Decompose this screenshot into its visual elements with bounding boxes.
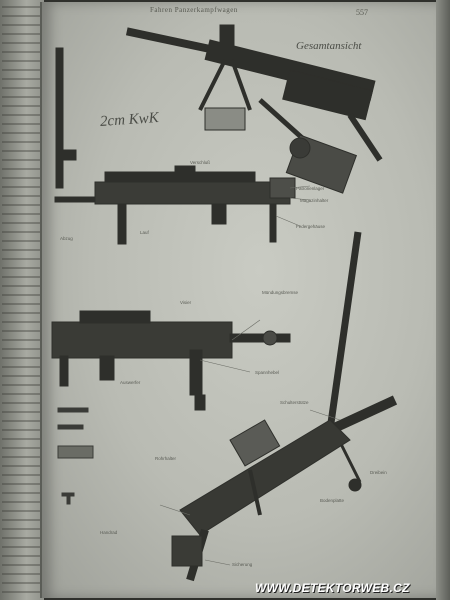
- running-head: Fahren Panzerkampfwagen: [150, 6, 238, 14]
- part-label: Lauf: [140, 230, 149, 235]
- part-label: Dreibein: [370, 470, 387, 475]
- part-label: Verschluß: [190, 160, 211, 165]
- leader-lines: [159, 185, 341, 566]
- left-page-edge: [0, 0, 44, 600]
- overall-view-drawing: [125, 24, 383, 194]
- right-page-edge: [436, 0, 450, 600]
- part-label: Sicherung: [232, 562, 253, 567]
- second-side-view-drawing: [51, 310, 291, 411]
- part-label: Visier: [180, 300, 192, 305]
- part-label: Auswerfer: [120, 380, 141, 385]
- left-page-text-lines: [2, 6, 40, 596]
- part-label: Abzug: [60, 236, 73, 241]
- page-number: 557: [356, 8, 368, 17]
- part-label: Patronenlager: [296, 186, 325, 191]
- part-label: Magazinhalter: [300, 198, 329, 203]
- part-label: Federgehäuse: [296, 224, 326, 229]
- part-label: Spannhebel: [255, 370, 280, 375]
- part-label: Rohrhalter: [155, 456, 177, 461]
- watermark: WWW.DETEKTORWEB.CZ: [255, 581, 410, 595]
- part-label: Handrad: [100, 530, 118, 535]
- vertical-barrel-drawing: [55, 47, 77, 189]
- part-label: Bodenplatte: [320, 498, 345, 503]
- accessories-drawing: [57, 407, 94, 505]
- part-label: Mündungsbremse: [262, 290, 299, 295]
- part-label: Schulterstütze: [280, 400, 309, 405]
- side-view-drawing: [54, 165, 296, 245]
- label-overall-view: Gesamtansicht: [296, 40, 362, 52]
- perspective-gun-drawing: [171, 419, 351, 582]
